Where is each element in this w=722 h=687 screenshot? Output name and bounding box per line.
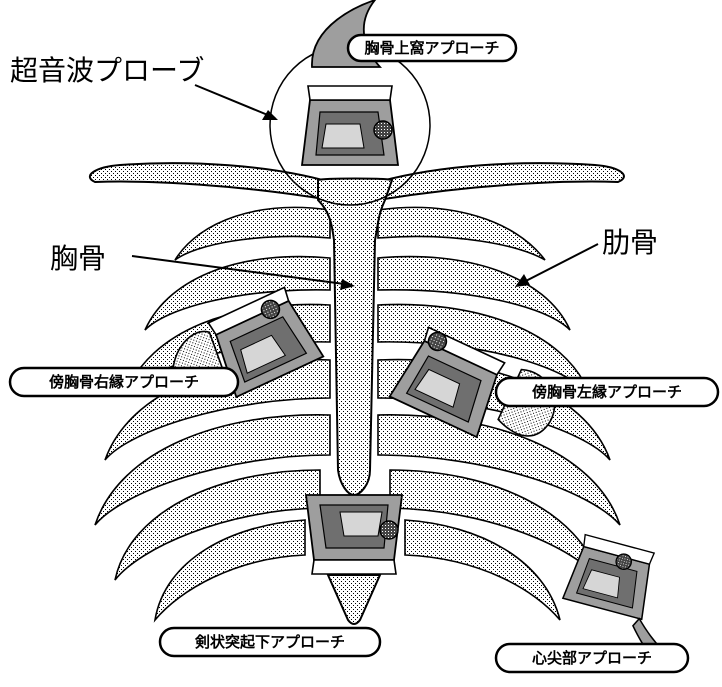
approach-suprasternal: 胸骨上窩アプローチ [348,35,516,61]
approach-apical: 心尖部アプローチ [496,644,688,672]
approach-left-parasternal: 傍胸骨左縁アプローチ [496,378,718,406]
approach-right-parasternal-label: 傍胸骨右縁アプローチ [49,373,199,391]
approach-right-parasternal: 傍胸骨右縁アプローチ [10,368,238,396]
approach-apical-label: 心尖部アプローチ [532,649,652,667]
probe-arrow [195,85,278,120]
rib-label: 肋骨 [602,226,658,259]
subxiphoid-probe [306,495,402,574]
approach-subxiphoid: 剣状突起下アプローチ [160,628,380,656]
rib-right-1 [175,207,330,260]
approach-suprasternal-label: 胸骨上窩アプローチ [364,39,499,57]
rib-left-1 [378,207,545,260]
sternum-label: 胸骨 [50,242,106,275]
xiphoid-process [328,575,380,624]
probe-index-marker [374,121,392,139]
probe-index-marker [380,521,398,539]
clavicle-left [378,163,624,200]
approach-subxiphoid-label: 剣状突起下アプローチ [194,633,345,651]
probe-label: 超音波プローブ [10,54,204,87]
approach-left-parasternal-label: 傍胸骨左縁アプローチ [532,383,682,401]
